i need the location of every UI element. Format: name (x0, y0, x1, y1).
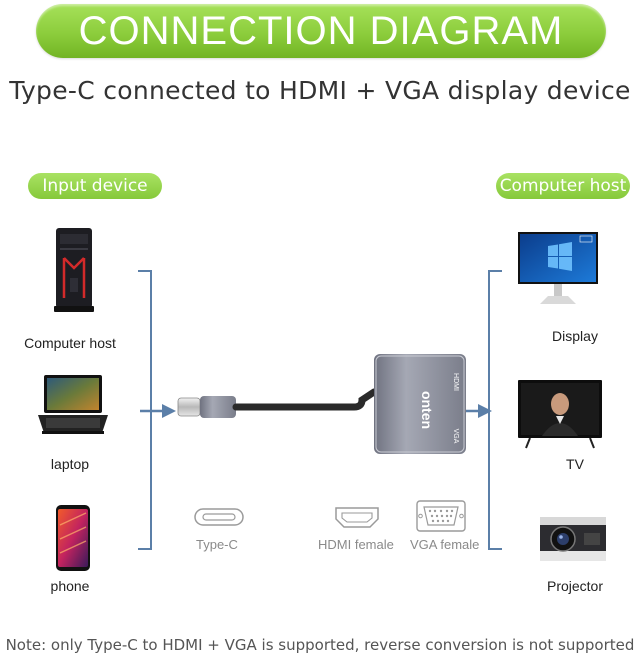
monitor-icon (518, 232, 598, 304)
output-bracket (488, 270, 502, 550)
device-label-projector: Projector (546, 578, 604, 594)
title-banner: CONNECTION DIAGRAM (36, 4, 606, 58)
adapter-port-vga: VGA (452, 429, 459, 444)
adapter-illustration: onten HDMI VGA (177, 354, 466, 454)
compatibility-note: Note: only Type-C to HDMI + VGA is suppo… (5, 636, 635, 654)
connector-label-vga-female: VGA female (410, 537, 480, 552)
banner-title: CONNECTION DIAGRAM (78, 8, 564, 53)
device-label-computer-host: Computer host (24, 335, 116, 351)
laptop-icon (38, 375, 108, 434)
tv-icon (518, 380, 602, 449)
adapter-brand: onten (419, 391, 435, 429)
connector-label-hdmi-female: HDMI female (318, 537, 394, 552)
device-label-laptop: laptop (50, 456, 90, 472)
subtitle: Type-C connected to HDMI + VGA display d… (9, 76, 631, 105)
smartphone-icon (56, 505, 90, 571)
connector-label-type-c: Type-C (196, 537, 238, 552)
input-device-heading: Input device (28, 173, 162, 199)
usb-c-port-icon (194, 508, 244, 526)
hdmi-port-icon (335, 507, 379, 528)
projector-icon (540, 517, 606, 561)
device-label-phone: phone (50, 578, 90, 594)
input-arrow-icon (140, 404, 176, 418)
desktop-tower-icon (54, 228, 94, 312)
output-arrow-icon (466, 404, 492, 418)
vga-port-icon (416, 500, 466, 532)
device-label-display: Display (552, 328, 598, 344)
computer-host-heading: Computer host (496, 173, 630, 199)
adapter-port-hdmi: HDMI (452, 373, 459, 391)
device-label-tv: TV (566, 456, 584, 472)
